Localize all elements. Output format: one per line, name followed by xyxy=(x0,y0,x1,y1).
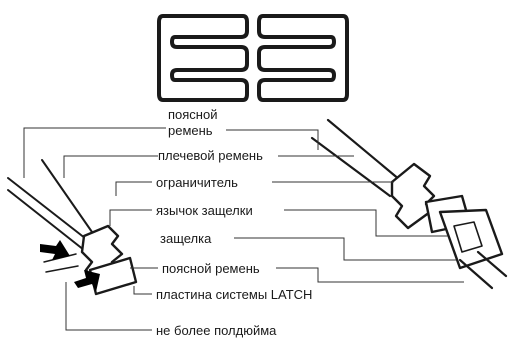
label-latch-plate: пластина системы LATCH xyxy=(156,287,313,302)
compress-arrow-icon xyxy=(40,240,100,292)
leader-lines xyxy=(23,127,464,331)
label-latch-tongue: язычок защелки xyxy=(156,203,253,218)
label-lap-belt-bottom: поясной ремень xyxy=(162,261,260,276)
label-buckle: защелка xyxy=(160,231,212,246)
label-max-gap: не более полдюйма xyxy=(156,323,277,338)
label-limiter: ограничитель xyxy=(156,175,238,190)
locking-clip-icon xyxy=(157,14,349,102)
right-belt-assembly xyxy=(310,118,508,290)
label-lap-belt-top-line1: поясной xyxy=(168,107,218,122)
label-shoulder-belt: плечевой ремень xyxy=(158,148,263,163)
label-lap-belt-top-line2: ремень xyxy=(168,123,213,138)
left-belt-assembly xyxy=(7,159,138,296)
